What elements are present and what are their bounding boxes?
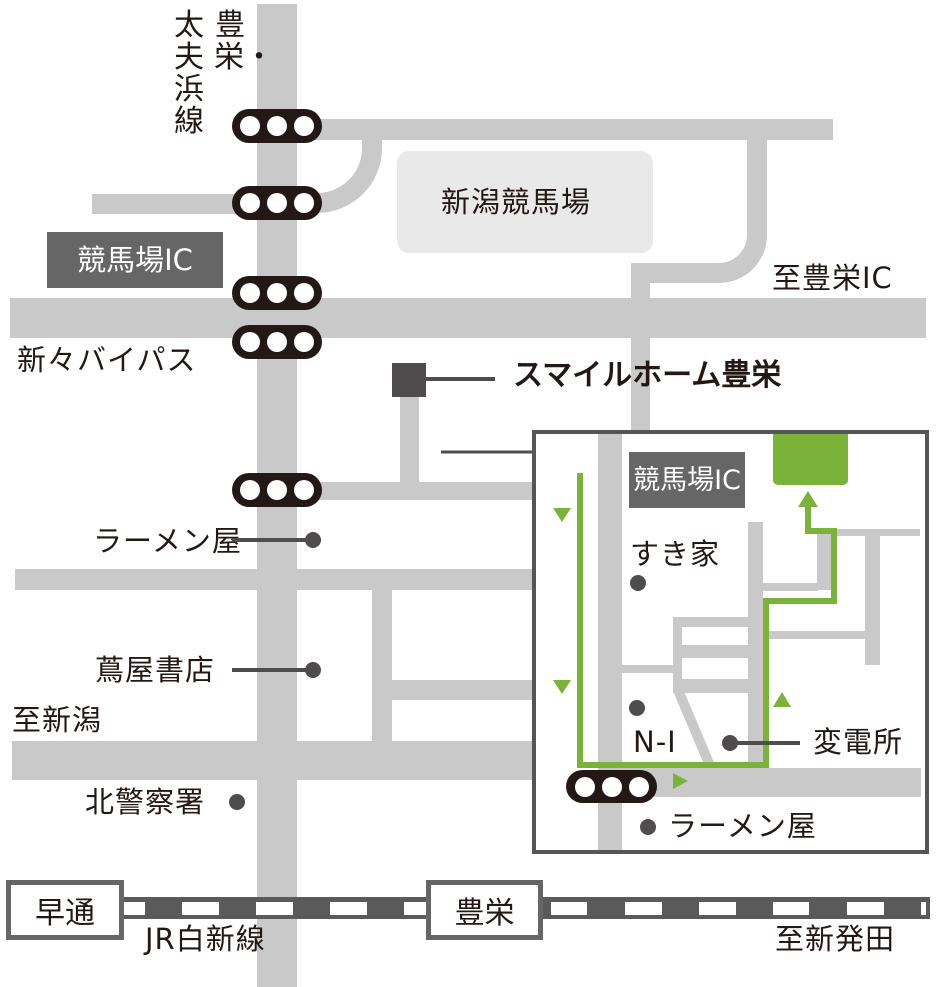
road-sub-vertical xyxy=(372,590,392,742)
rail-dash xyxy=(551,902,587,915)
racecourse-area xyxy=(397,151,653,253)
road-ic-connector-horizontal xyxy=(631,263,721,283)
road-wide-lower xyxy=(12,741,532,780)
to-niigata-label: 至新潟 xyxy=(12,703,103,737)
rail-dash xyxy=(847,902,884,915)
road-mid-1 xyxy=(297,482,532,500)
rail-dash xyxy=(625,902,662,915)
to-shibata-label: 至新発田 xyxy=(775,922,896,956)
leader-line xyxy=(232,538,308,542)
station-hayadori: 早通 xyxy=(6,880,124,940)
interchange-label-box: 競馬場IC xyxy=(47,232,223,288)
route-name-col2: 太夫浜線 xyxy=(174,8,204,139)
landmark-label: 北警察署 xyxy=(85,785,206,819)
route-name-col1: 豊栄・ xyxy=(214,8,274,75)
dot-icon xyxy=(305,662,321,678)
road-mid-2 xyxy=(15,569,532,590)
rail-dash xyxy=(330,902,367,915)
to-toyosaka-ic-label: 至豊栄IC xyxy=(772,261,893,295)
rail-dash xyxy=(699,902,736,915)
station-toyosaka: 豊栄 xyxy=(426,880,543,940)
road-sub-horizontal xyxy=(392,680,532,700)
dot-icon xyxy=(305,532,321,548)
rail-dash xyxy=(256,902,293,915)
landmark-label: ラーメン屋 xyxy=(93,524,242,558)
landmark-label: 蔦屋書店 xyxy=(95,653,216,687)
inset-map xyxy=(532,430,929,854)
rail-dash xyxy=(404,902,428,915)
traffic-signal-icon xyxy=(232,276,322,310)
road-left-short xyxy=(92,194,257,214)
road-bypass xyxy=(10,298,926,338)
road-right-vertical xyxy=(747,140,767,240)
destination-label: スマイルホーム豊栄 xyxy=(513,358,782,393)
traffic-signal-icon xyxy=(232,473,322,507)
road-home-access xyxy=(400,397,419,483)
traffic-signal-icon xyxy=(232,325,322,359)
road-top-horizontal xyxy=(297,119,833,140)
railway-line-label: JR白新線 xyxy=(145,922,266,956)
rail-dash xyxy=(124,902,145,915)
racecourse-label: 新潟競馬場 xyxy=(441,185,592,219)
building-square-icon xyxy=(392,363,426,397)
rail-dash xyxy=(182,902,219,915)
destination-leader-line xyxy=(426,377,495,381)
traffic-signal-icon xyxy=(232,109,322,143)
dot-icon xyxy=(229,794,245,810)
leader-line xyxy=(232,668,308,672)
rail-dash xyxy=(921,902,926,915)
traffic-signal-icon xyxy=(232,186,322,220)
rail-dash xyxy=(773,902,809,915)
road-ic-connector-vertical xyxy=(631,263,650,430)
bypass-label: 新々バイパス xyxy=(17,343,197,377)
